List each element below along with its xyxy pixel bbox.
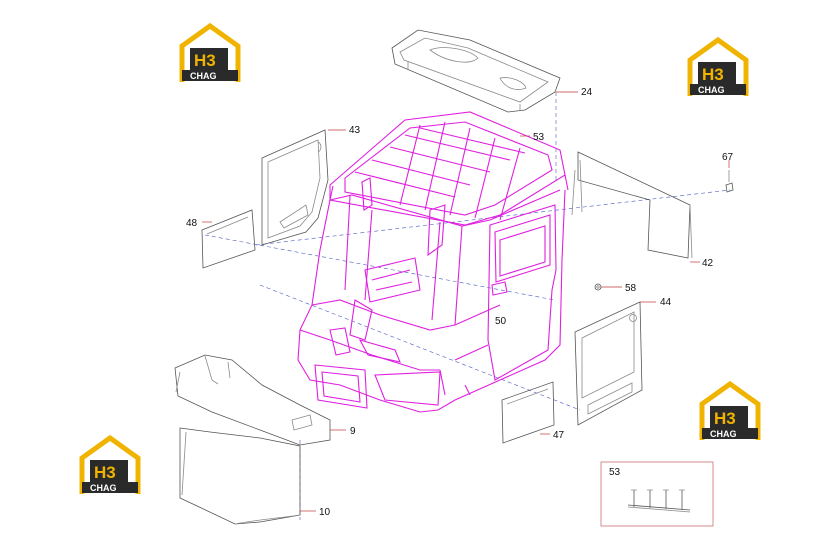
callout-47: 47	[553, 430, 565, 441]
callout-48: 48	[186, 218, 198, 229]
callout-labels: 24 53 43 67 48 42 58 44 50 9 47 10	[186, 87, 734, 518]
svg-text:CHAG: CHAG	[190, 71, 217, 81]
svg-text:H3: H3	[94, 463, 116, 482]
watermark-logo: H3 CHAG	[179, 22, 241, 82]
callout-43: 43	[349, 125, 361, 136]
callout-53: 53	[533, 132, 545, 143]
svg-text:H3: H3	[714, 409, 736, 428]
right-door-glass-part	[574, 301, 643, 426]
cab-structure	[297, 111, 569, 413]
svg-text:CHAG: CHAG	[698, 85, 725, 95]
rear-window-part	[571, 151, 693, 259]
inset-label: 53	[609, 467, 621, 478]
leader-lines	[202, 91, 730, 512]
svg-text:H3: H3	[702, 65, 724, 84]
watermark-logo: H3 CHAG	[687, 36, 749, 96]
callout-67: 67	[722, 152, 734, 163]
inset-detail-53: 53	[600, 461, 714, 527]
svg-text:H3: H3	[194, 51, 216, 70]
callout-58: 58	[625, 283, 637, 294]
callout-44: 44	[660, 297, 672, 308]
left-door-glass-part	[261, 129, 329, 246]
screw-67-part	[725, 170, 734, 193]
svg-text:CHAG: CHAG	[710, 429, 737, 439]
roof-panel-part	[391, 29, 561, 113]
front-cowl-part	[174, 354, 331, 446]
callout-10: 10	[319, 507, 331, 518]
watermark-logo: H3 CHAG	[699, 380, 761, 440]
lower-panel-47-part	[501, 381, 555, 444]
assembly-lines	[204, 92, 731, 520]
watermark-logo: H3 CHAG	[79, 434, 141, 494]
side-panel-part	[201, 209, 256, 269]
front-cover-part	[179, 427, 301, 525]
callout-24: 24	[581, 87, 593, 98]
washer-58-part	[594, 283, 602, 291]
callout-50: 50	[495, 316, 507, 327]
callout-9: 9	[350, 426, 356, 437]
svg-text:CHAG: CHAG	[90, 483, 117, 493]
callout-42: 42	[702, 258, 714, 269]
